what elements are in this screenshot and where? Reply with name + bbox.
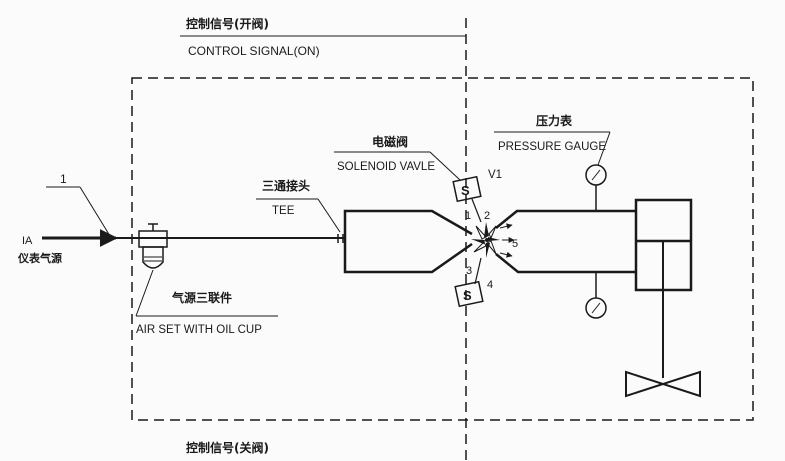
port-2-label: 2 [484, 210, 490, 222]
gauge-en-label: PRESSURE GAUGE [498, 141, 606, 153]
butterfly-valve-icon [625, 370, 701, 398]
port-1-label: 1 [465, 210, 471, 222]
solenoid-cn-label: 电磁阀 [372, 134, 408, 149]
tee-cn-label: 三通接头 [262, 178, 310, 193]
pressure-gauge-upper-icon [585, 164, 607, 186]
gauge-leader [597, 131, 611, 166]
line-number-leader [79, 186, 111, 237]
actuator-icon [634, 198, 693, 378]
solenoid-en-label: SOLENOID VAVLE [337, 161, 435, 173]
solenoid-lower-icon: S [454, 257, 484, 308]
tee-en-label: TEE [272, 205, 295, 217]
pressure-gauge-lower-icon [585, 297, 607, 319]
ia-label: IA [22, 235, 33, 247]
air-set-icon [138, 223, 168, 269]
solenoid-tag-label: V1 [488, 169, 502, 181]
left-manifold [343, 209, 473, 274]
port-5-label: 5 [512, 238, 518, 250]
solenoid-valve-icon [471, 222, 500, 258]
exhaust-arrow-bot [499, 251, 513, 258]
gauge-cn-label: 压力表 [536, 113, 573, 128]
control-signal-on-en: CONTROL SIGNAL(ON) [188, 44, 320, 58]
port-4-label: 4 [487, 279, 493, 291]
control-signal-on-cn: 控制信号(开阀) [186, 16, 269, 31]
air-set-cn-label: 气源三联件 [171, 290, 232, 305]
line-number-label: 1 [60, 172, 67, 186]
svg-text:S: S [461, 183, 470, 198]
air-set-en-label: AIR SET WITH OIL CUP [136, 324, 262, 336]
port-3-label: 3 [466, 265, 472, 277]
tee-leader [317, 198, 341, 233]
control-signal-off-cn: 控制信号(关阀) [186, 440, 269, 455]
ia-cn-label: 仪表气源 [17, 251, 62, 265]
exhaust-arrow-top [499, 223, 513, 230]
dashed-boundary [131, 77, 754, 421]
upper-outlet-pipe [495, 209, 636, 229]
tee-fitting-icon [337, 234, 344, 243]
air-set-leader [135, 269, 154, 317]
solenoid-leader [429, 151, 461, 181]
svg-text:S: S [463, 288, 472, 303]
solenoid-upper-icon: S [452, 175, 482, 223]
lower-outlet-pipe [495, 253, 636, 274]
